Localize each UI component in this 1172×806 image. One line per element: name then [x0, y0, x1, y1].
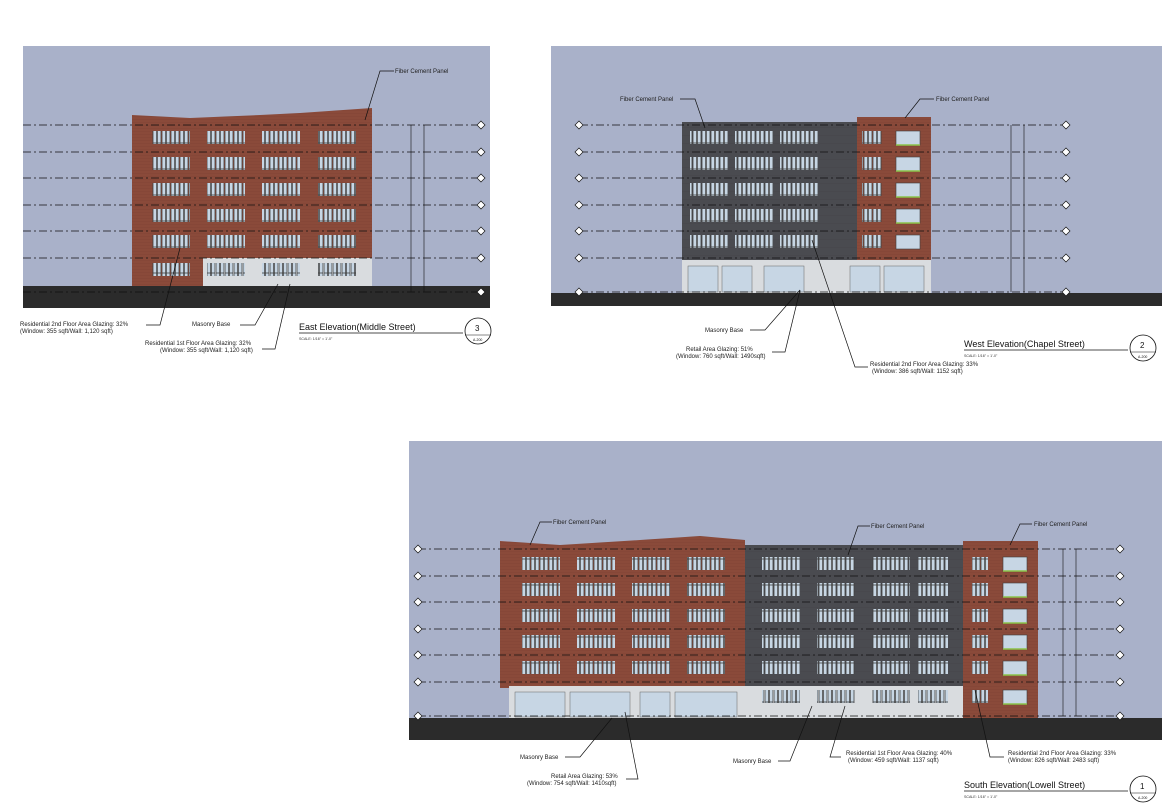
east-res1-detail: (Window: 355 sqft/Wall: 1,120 sqft) — [160, 348, 253, 354]
east-title-sub: (Middle Street) — [357, 322, 416, 332]
south-res2-title: Residential 2nd Floor Area Glazing: 33% — [1008, 751, 1117, 757]
east-res1-title: Residential 1st Floor Area Glazing: 32% — [145, 341, 252, 347]
east-brick-facade — [132, 108, 372, 286]
south-fiber-label-1: Fiber Cement Panel — [553, 520, 606, 526]
east-dimension-string — [410, 125, 425, 292]
west-windows — [690, 131, 882, 248]
west-level-markers — [574, 120, 1071, 297]
west-title-sub: (Chapel Street) — [1024, 339, 1085, 349]
south-retail-title: Retail Area Glazing: 53% — [551, 774, 618, 780]
west-storefront — [687, 265, 925, 293]
south-level-markers — [413, 544, 1125, 721]
south-masonry-label-1: Masonry Base — [520, 755, 559, 761]
west-leaders — [680, 98, 934, 368]
east-sheet-ref: A-200 — [473, 338, 482, 342]
south-res1-detail: (Window: 459 sqft/Wall: 1137 sqft) — [848, 758, 939, 764]
west-title-block: West Elevation(Chapel Street) SCALE: 1/1… — [964, 334, 1157, 362]
east-title-block: East Elevation(Middle Street) SCALE: 1/1… — [299, 317, 492, 345]
east-leaders — [146, 70, 394, 350]
west-sheet-ref: A-200 — [1138, 355, 1147, 359]
west-level-lines — [580, 124, 1068, 293]
south-drawing-number: 1 — [1140, 782, 1145, 791]
south-storefront — [514, 691, 738, 718]
east-windows — [152, 131, 356, 276]
east-res2-title: Residential 2nd Floor Area Glazing: 32% — [20, 322, 129, 328]
south-res1-title: Residential 1st Floor Area Glazing: 40% — [846, 751, 953, 757]
south-scale: SCALE: 1/16" = 1'-0" — [964, 795, 998, 799]
svg-text:South Elevation(Lowell Street): South Elevation(Lowell Street) — [964, 780, 1085, 790]
west-masonry-label: Masonry Base — [705, 328, 744, 334]
west-res2-detail: (Window: 386 sqft/Wall: 1152 sqft) — [872, 369, 963, 375]
south-elevation: Fiber Cement Panel Fiber Cement Panel Fi… — [409, 441, 1162, 803]
south-dimension-string — [1062, 549, 1077, 716]
east-scale: SCALE: 1/16" = 1'-0" — [299, 337, 333, 341]
west-drawing-number: 2 — [1140, 341, 1145, 350]
east-drawing-number: 3 — [475, 324, 480, 333]
west-fiber-label-1: Fiber Cement Panel — [620, 97, 673, 103]
south-windows — [522, 557, 988, 703]
west-title-main: West Elevation — [964, 339, 1024, 349]
south-level-lines — [418, 548, 1120, 717]
south-masonry-label-2: Masonry Base — [733, 759, 772, 765]
south-title-sub: (Lowell Street) — [1027, 780, 1085, 790]
south-title-main: South Elevation — [964, 780, 1027, 790]
south-fiber-label-2: Fiber Cement Panel — [871, 524, 924, 530]
west-scale: SCALE: 1/16" = 1'-0" — [964, 354, 998, 358]
svg-text:East Elevation(Middle Street): East Elevation(Middle Street) — [299, 322, 416, 332]
west-ground — [551, 293, 1162, 306]
south-title-block: South Elevation(Lowell Street) SCALE: 1/… — [964, 775, 1157, 803]
south-leaders — [529, 521, 1032, 780]
west-fiber-label-2: Fiber Cement Panel — [936, 97, 989, 103]
south-fiber-label-3: Fiber Cement Panel — [1034, 522, 1087, 528]
south-retail-detail: (Window: 754 sqft/Wall: 1410sqft) — [527, 781, 616, 787]
south-ground — [409, 718, 1162, 740]
east-level-lines — [23, 124, 478, 293]
south-res2-detail: (Window: 826 sqft/Wall: 2483 sqft) — [1008, 758, 1099, 764]
west-retail-title: Retail Area Glazing: 51% — [686, 347, 753, 353]
west-elevation: Fiber Cement Panel Fiber Cement Panel Ma… — [551, 46, 1162, 375]
east-level-markers — [476, 120, 486, 297]
east-ground — [23, 286, 490, 308]
west-retail-detail: (Window: 760 sqft/Wall: 1490sqft) — [676, 354, 765, 360]
south-balconies — [1002, 556, 1028, 705]
east-res2-detail: (Window: 355 sqft/Wall: 1,120 sqft) — [20, 329, 113, 335]
east-elevation: Fiber Cement Panel Residential 2nd Floor… — [20, 46, 492, 354]
south-sheet-ref: A-200 — [1138, 796, 1147, 800]
svg-text:West Elevation(Chapel Street): West Elevation(Chapel Street) — [964, 339, 1085, 349]
west-dimension-string — [1010, 125, 1025, 292]
east-title-main: East Elevation — [299, 322, 357, 332]
east-masonry-label: Masonry Base — [192, 322, 231, 328]
west-balconies — [895, 130, 921, 250]
west-res2-title: Residential 2nd Floor Area Glazing: 33% — [870, 362, 979, 368]
east-fiber-label: Fiber Cement Panel — [395, 69, 448, 75]
south-brick-facade — [500, 536, 745, 688]
